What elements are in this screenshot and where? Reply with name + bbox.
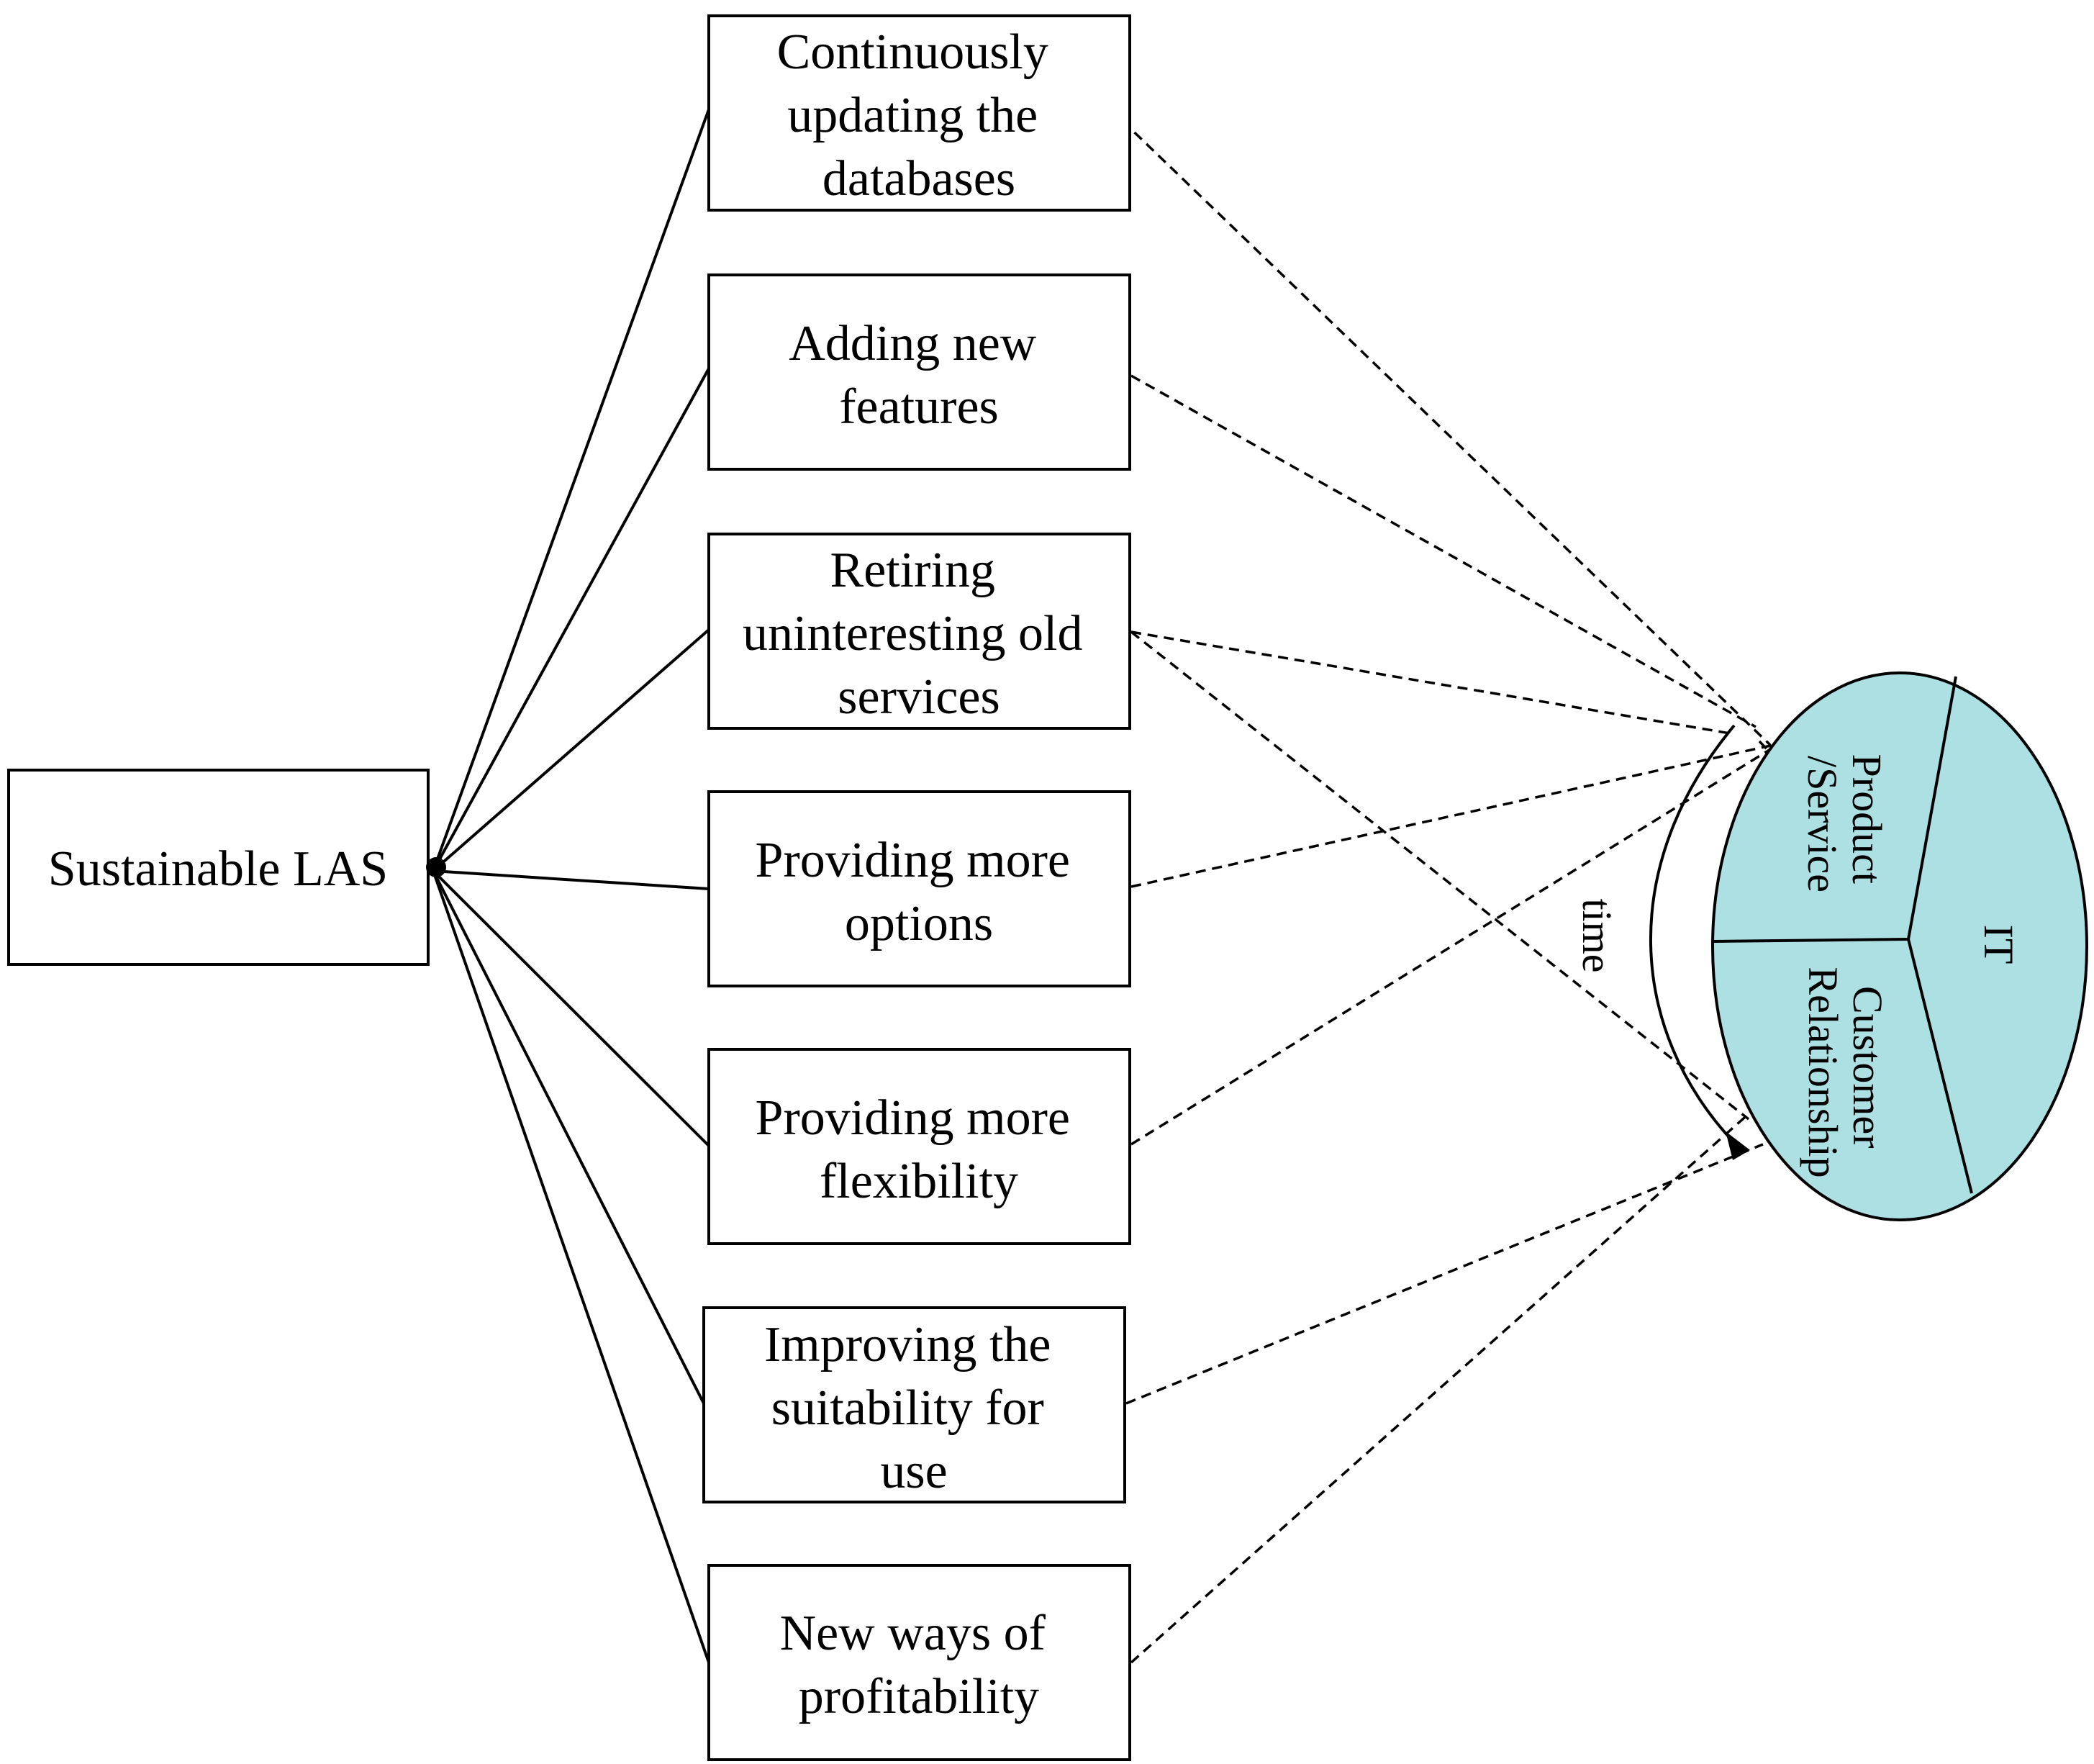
- activity-3-line-3: services: [838, 669, 1000, 725]
- activity-6-line-2: suitability for: [771, 1380, 1044, 1436]
- root-box: [7, 769, 430, 966]
- pie-segment-it: IT: [1975, 925, 2022, 964]
- pie-segment-customer-relationship: Customer Relationship: [1800, 967, 1891, 1177]
- time-arrowhead: [1726, 1131, 1750, 1160]
- activity-5-line-2: flexibility: [820, 1154, 1018, 1209]
- activity-7-line-1: New ways of: [780, 1606, 1046, 1661]
- activity-2: Adding new features: [707, 273, 1131, 471]
- activity-3-label: Retiring uninteresting old services: [743, 543, 1095, 725]
- dashed-link-activity-6: [1125, 1143, 1764, 1405]
- activity-3-box: [707, 533, 1131, 730]
- pie-oval: [1711, 671, 2088, 1221]
- activity-7-label: New ways of profitability: [780, 1606, 1059, 1724]
- activity-1-label: Continuously updating the databases: [777, 24, 1061, 207]
- activity-6-label: Improving the suitability for use: [764, 1317, 1064, 1499]
- activity-5-box: [707, 1048, 1131, 1245]
- activity-7-box: [707, 1564, 1131, 1761]
- activity-6-box: [702, 1306, 1126, 1503]
- root-junction-dot: [426, 857, 446, 877]
- connector-root-activity-5: [432, 869, 710, 1147]
- activity-6-line-1: Improving the: [764, 1317, 1051, 1372]
- activity-1: Continuously updating the databases: [707, 14, 1131, 212]
- activity-3-line-1: Retiring: [830, 543, 995, 598]
- connector-root-activity-7: [432, 870, 710, 1663]
- activity-1-line-1: Continuously: [777, 24, 1048, 80]
- connector-root-activity-3: [432, 628, 710, 872]
- activity-6-line-3: use: [880, 1444, 947, 1499]
- pie-divider-bottom: [1907, 938, 1973, 1194]
- pie-segment-product-line-1: Product: [1844, 754, 1890, 884]
- activity-2-label: Adding new features: [789, 316, 1049, 435]
- connector-root-activity-1: [432, 109, 710, 872]
- dashed-link-activity-2: [1130, 374, 1757, 728]
- activity-5-line-1: Providing more: [756, 1090, 1070, 1146]
- dashed-link-activity-5: [1130, 743, 1778, 1146]
- pie-divider-left: [1713, 938, 1909, 943]
- connector-root-activity-4: [432, 869, 710, 890]
- activity-7: New ways of profitability: [707, 1564, 1131, 1761]
- activity-4-box: [707, 790, 1131, 987]
- pie-segment-product-service: Product /Service: [1799, 754, 1890, 895]
- time-arc: time: [1574, 724, 1750, 1160]
- activity-4-line-1: Providing more: [756, 833, 1070, 888]
- activity-2-line-2: features: [839, 379, 999, 435]
- pie-segment-customer-line-2: Relationship: [1800, 967, 1846, 1177]
- activity-3: Retiring uninteresting old services: [707, 533, 1131, 730]
- activity-7-line-2: profitability: [799, 1669, 1039, 1724]
- solid-connectors: [432, 109, 710, 1663]
- connector-root-activity-6: [432, 870, 705, 1404]
- pie-segment-product-line-2: /Service: [1799, 756, 1846, 892]
- dashed-link-activity-3b: [1130, 630, 1750, 1121]
- pie-divider-top: [1907, 676, 1957, 940]
- activity-1-box: [707, 14, 1131, 212]
- time-label: time: [1574, 898, 1621, 972]
- activity-6: Improving the suitability for use: [702, 1306, 1126, 1503]
- activity-2-box: [707, 273, 1131, 471]
- time-arc-curve: [1649, 724, 1737, 1146]
- pie-segment-customer-line-1: Customer: [1844, 986, 1891, 1149]
- activity-5: Providing more flexibility: [707, 1048, 1131, 1245]
- dashed-link-activity-3a: [1130, 630, 1735, 736]
- activity-1-line-3: databases: [822, 151, 1015, 207]
- activity-2-line-1: Adding new: [789, 316, 1037, 371]
- activity-3-line-2: uninteresting old: [743, 606, 1082, 661]
- dashed-link-activity-7: [1130, 1100, 1764, 1664]
- dashed-link-activity-4: [1130, 743, 1775, 888]
- root-label: Sustainable LAS: [48, 841, 388, 897]
- connector-root-activity-2: [432, 368, 710, 872]
- dashed-link-activity-1: [1121, 119, 1772, 746]
- root-node: Sustainable LAS: [7, 769, 446, 966]
- activity-1-line-2: updating the: [787, 88, 1038, 143]
- activity-4-label: Providing more options: [756, 833, 1083, 951]
- activity-5-label: Providing more flexibility: [756, 1090, 1083, 1209]
- pie-chart: Product /Service IT Customer Relationshi…: [1711, 671, 2088, 1221]
- activity-4: Providing more options: [707, 790, 1131, 987]
- activity-4-line-2: options: [845, 896, 993, 951]
